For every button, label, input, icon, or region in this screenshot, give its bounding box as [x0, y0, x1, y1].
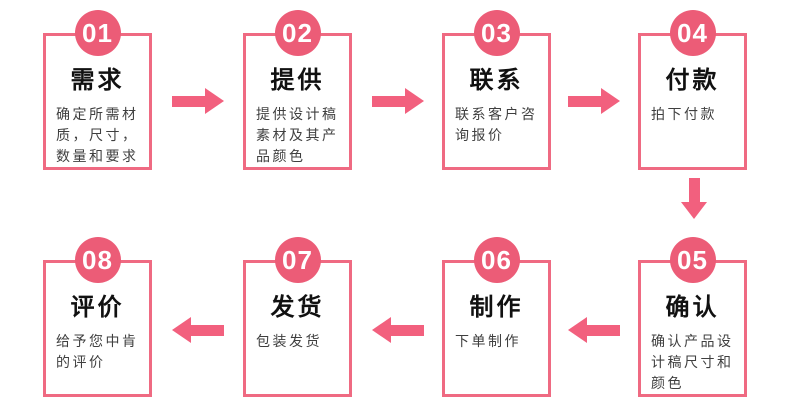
- step-07: 07 发货 包装发货: [243, 237, 352, 397]
- step-04: 04 付款 拍下付款: [638, 10, 747, 170]
- step-number-badge: 04: [669, 10, 716, 56]
- arrow-right-icon: [172, 88, 224, 114]
- step-title: 确认: [665, 294, 720, 321]
- arrow-head: [205, 88, 224, 114]
- step-title: 提供: [270, 67, 325, 94]
- step-06: 06 制作 下单制作: [442, 237, 551, 397]
- step-description: 给予您中肯的评价: [56, 333, 139, 370]
- arrow-head: [601, 88, 620, 114]
- step-number-badge: 07: [274, 237, 321, 283]
- step-description: 确定所需材质，尺寸，数量和要求: [56, 106, 139, 164]
- arrow-left-icon: [172, 317, 224, 343]
- arrow-head: [681, 202, 707, 219]
- arrow-shaft: [391, 324, 424, 336]
- step-title: 需求: [70, 67, 125, 94]
- step-description: 提供设计稿素材及其产品颜色: [256, 106, 339, 164]
- arrow-left-icon: [372, 317, 424, 343]
- step-number-badge: 05: [669, 237, 716, 283]
- step-number-badge: 06: [473, 237, 520, 283]
- arrow-shaft: [372, 95, 405, 107]
- step-05: 05 确认 确认产品设计稿尺寸和颜色: [638, 237, 747, 397]
- step-02: 02 提供 提供设计稿素材及其产品颜色: [243, 10, 352, 170]
- arrow-shaft: [688, 178, 700, 202]
- arrow-head: [568, 317, 587, 343]
- step-number-badge: 03: [473, 10, 520, 56]
- step-description: 确认产品设计稿尺寸和颜色: [651, 333, 734, 391]
- step-title: 发货: [270, 294, 325, 321]
- step-title: 制作: [469, 294, 524, 321]
- arrow-shaft: [587, 324, 620, 336]
- step-number-badge: 08: [74, 237, 121, 283]
- arrow-head: [405, 88, 424, 114]
- step-description: 包装发货: [256, 333, 322, 349]
- arrow-left-icon: [568, 317, 620, 343]
- arrow-head: [372, 317, 391, 343]
- step-08: 08 评价 给予您中肯的评价: [43, 237, 152, 397]
- arrow-shaft: [568, 95, 601, 107]
- step-number-badge: 02: [274, 10, 321, 56]
- step-title: 付款: [665, 67, 720, 94]
- step-description: 下单制作: [455, 333, 521, 349]
- arrow-down-icon: [681, 178, 707, 219]
- step-01: 01 需求 确定所需材质，尺寸，数量和要求: [43, 10, 152, 170]
- step-description: 联系客户咨询报价: [455, 106, 538, 143]
- step-number-badge: 01: [74, 10, 121, 56]
- step-title: 评价: [70, 294, 125, 321]
- step-description: 拍下付款: [651, 106, 717, 122]
- arrow-right-icon: [372, 88, 424, 114]
- step-title: 联系: [469, 67, 524, 94]
- arrow-head: [172, 317, 191, 343]
- step-03: 03 联系 联系客户咨询报价: [442, 10, 551, 170]
- arrow-right-icon: [568, 88, 620, 114]
- arrow-shaft: [172, 95, 205, 107]
- arrow-shaft: [191, 324, 224, 336]
